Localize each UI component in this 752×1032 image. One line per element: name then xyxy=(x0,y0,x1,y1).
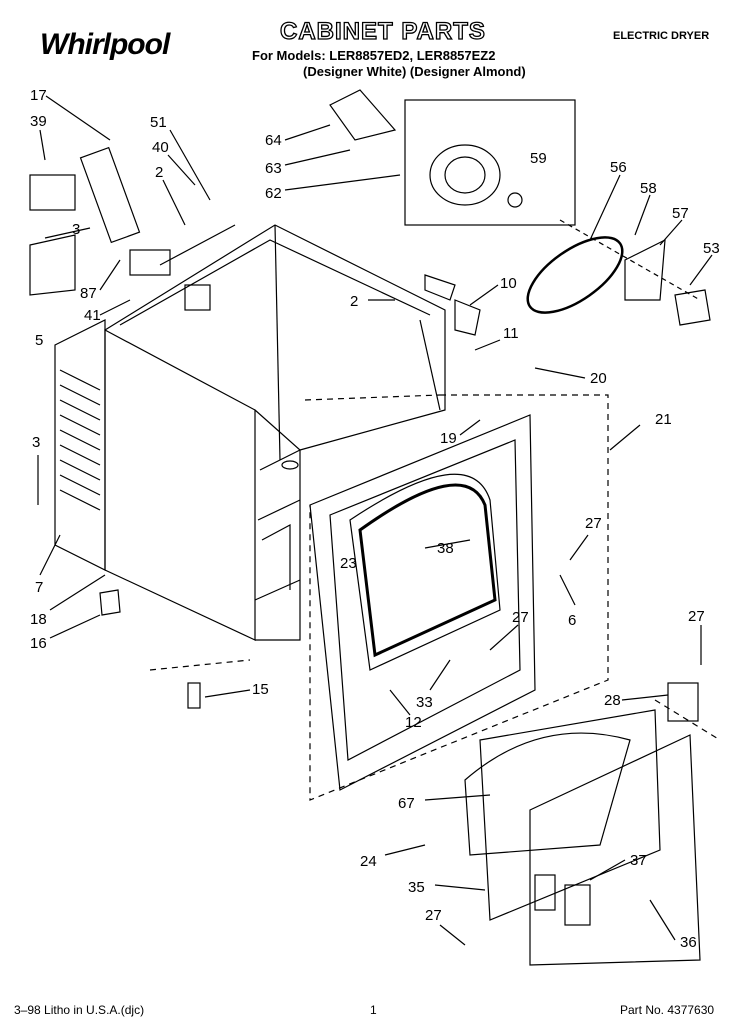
leveling-leg xyxy=(99,589,121,616)
callout-6: 6 xyxy=(568,612,576,629)
front-panel xyxy=(309,414,536,791)
footer-litho: 3–98 Litho in U.S.A.(djc) xyxy=(14,1003,145,1017)
callout-21: 21 xyxy=(655,411,672,428)
callout-5: 5 xyxy=(35,332,43,349)
callout-39: 39 xyxy=(30,113,47,130)
callout-87: 87 xyxy=(80,285,97,302)
callout-59: 59 xyxy=(530,150,547,167)
cabinet-body xyxy=(104,224,446,641)
callout-35: 35 xyxy=(408,879,425,896)
callout-16: 16 xyxy=(30,635,47,652)
callout-20: 20 xyxy=(590,370,607,387)
door-hinge xyxy=(667,682,699,722)
callout-38: 38 xyxy=(437,540,454,557)
callout-18: 18 xyxy=(30,611,47,628)
callout-58: 58 xyxy=(640,180,657,197)
leg-bracket xyxy=(187,682,201,709)
idler-pulley xyxy=(674,289,711,326)
motor-assembly xyxy=(329,89,576,226)
callout-64: 64 xyxy=(265,132,282,149)
top-bracket-assembly xyxy=(29,146,236,311)
callout-37: 37 xyxy=(630,852,647,869)
callout-27c: 27 xyxy=(688,608,705,625)
callout-51: 51 xyxy=(150,114,167,131)
callout-23: 23 xyxy=(340,555,357,572)
callout-7: 7 xyxy=(35,579,43,596)
callout-12: 12 xyxy=(405,714,422,731)
callout-2b: 2 xyxy=(350,293,358,310)
exploded-parts-diagram: 17 39 51 40 2 3 87 41 5 64 63 62 59 56 5… xyxy=(29,87,721,966)
whirlpool-logo: Whirlpool xyxy=(40,28,170,61)
colors-line: (Designer White) (Designer Almond) xyxy=(303,64,526,79)
models-line: For Models: LER8857ED2, LER8857EZ2 xyxy=(252,48,496,63)
footer-part-number: Part No. 4377630 xyxy=(620,1003,715,1017)
callout-3: 3 xyxy=(72,221,80,238)
callout-57: 57 xyxy=(672,205,689,222)
callout-67: 67 xyxy=(398,795,415,812)
idler-bracket xyxy=(624,238,666,301)
drive-belt xyxy=(526,236,624,314)
callout-63: 63 xyxy=(265,160,282,177)
callout-19: 19 xyxy=(440,430,457,447)
callout-36: 36 xyxy=(680,934,697,951)
callout-15: 15 xyxy=(252,681,269,698)
callout-27: 27 xyxy=(585,515,602,532)
callout-27d: 27 xyxy=(425,907,442,924)
callout-56: 56 xyxy=(610,159,627,176)
callout-62: 62 xyxy=(265,185,282,202)
callout-27b: 27 xyxy=(512,609,529,626)
callout-24: 24 xyxy=(360,853,377,870)
callout-17: 17 xyxy=(30,87,47,104)
door-assembly xyxy=(464,699,721,966)
side-panel xyxy=(54,319,106,571)
callout-10: 10 xyxy=(500,275,517,292)
callout-53: 53 xyxy=(703,240,720,257)
category-label: ELECTRIC DRYER xyxy=(613,30,710,42)
callout-11: 11 xyxy=(503,325,519,342)
footer-page-number: 1 xyxy=(370,1003,377,1017)
callout-2: 2 xyxy=(155,164,163,181)
callout-3b: 3 xyxy=(32,434,40,451)
callout-40: 40 xyxy=(152,139,169,156)
callout-41: 41 xyxy=(84,307,101,324)
callout-28: 28 xyxy=(604,692,621,709)
callout-33: 33 xyxy=(416,694,433,711)
page-title: CABINET PARTS xyxy=(279,17,486,45)
